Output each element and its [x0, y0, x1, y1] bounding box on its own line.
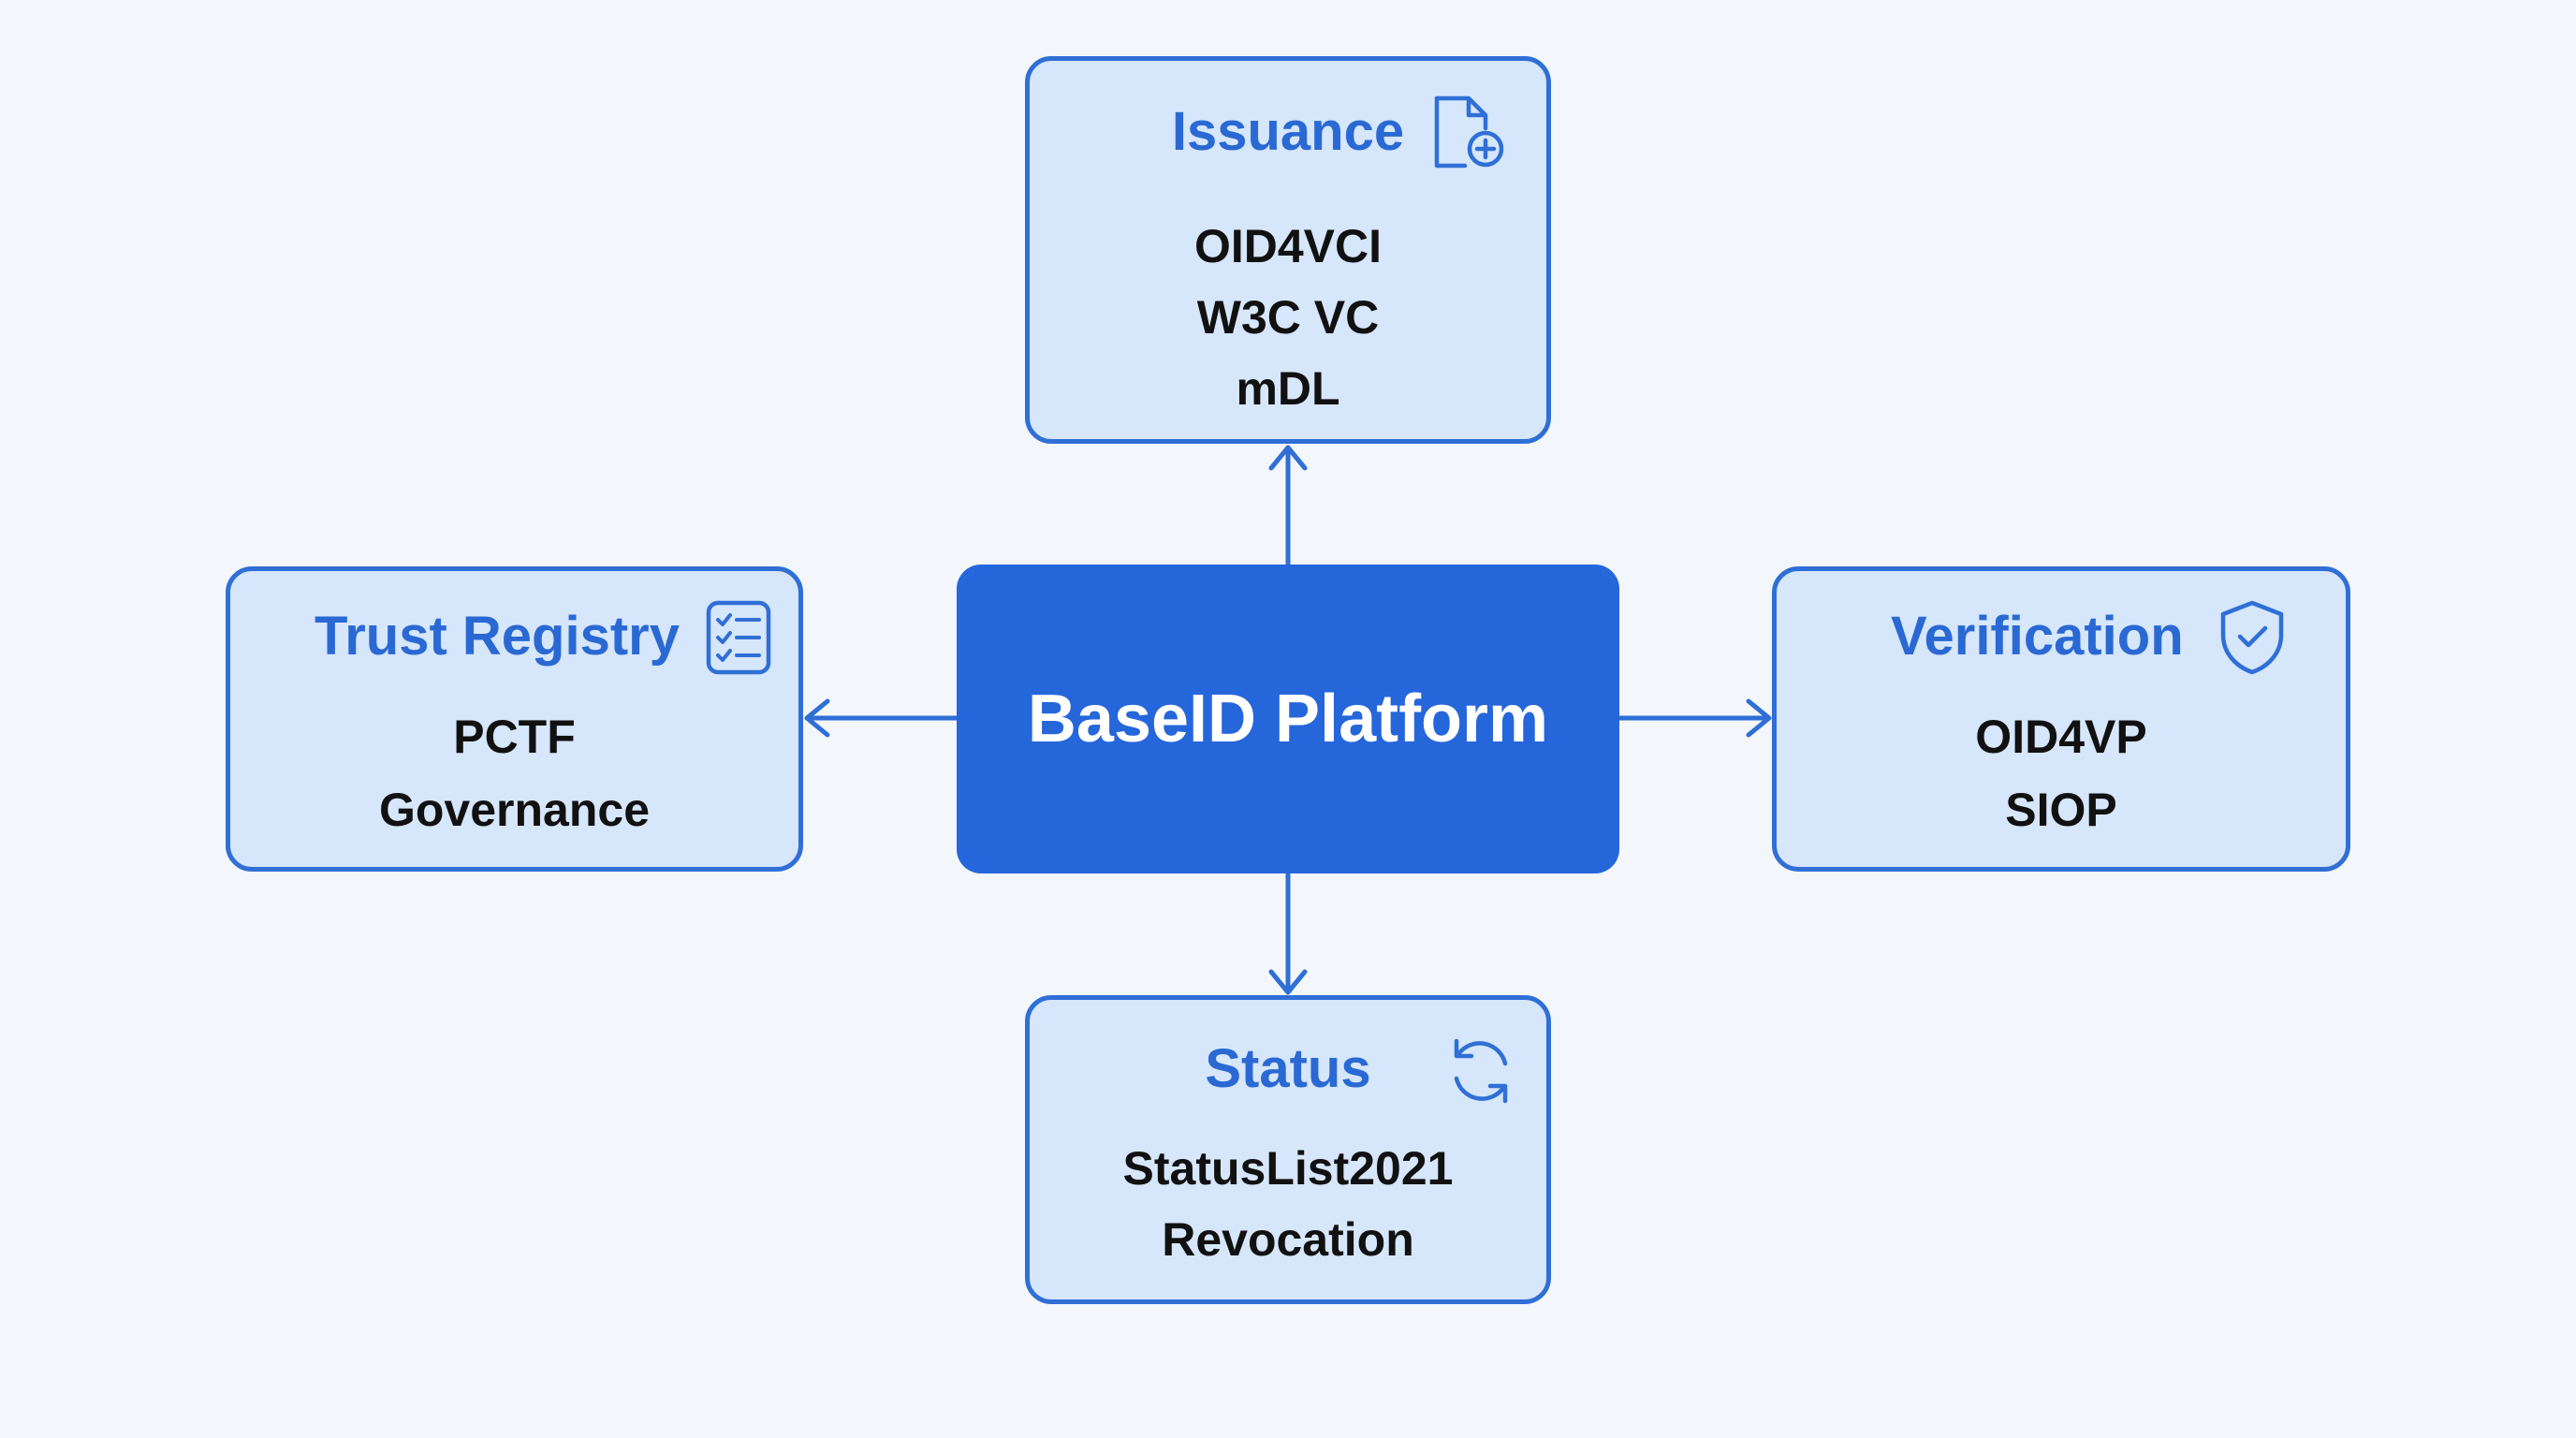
node-verification: Verification OID4VP SIOP	[1772, 566, 2350, 872]
arrowhead-status	[1268, 969, 1308, 995]
arrowhead-trust-registry	[804, 698, 830, 738]
refresh-icon	[1442, 1032, 1520, 1115]
node-status-line: Revocation	[1162, 1213, 1414, 1266]
shield-check-icon	[2216, 597, 2289, 682]
center-node-baseid-platform: BaseID Platform	[957, 565, 1619, 873]
node-verification-line: SIOP	[2005, 784, 2117, 836]
node-issuance-title: Issuance	[1171, 101, 1405, 162]
node-verification-title: Verification	[1891, 606, 2184, 667]
node-trust-registry: Trust Registry PCTF Governance	[226, 566, 803, 872]
center-node-title: BaseID Platform	[1027, 682, 1549, 756]
node-issuance-line: mDL	[1236, 362, 1340, 415]
node-verification-line: OID4VP	[1975, 711, 2147, 763]
node-status: Status StatusList2021 Revocation	[1025, 995, 1551, 1304]
node-trust-registry-line: Governance	[378, 784, 650, 836]
checklist-icon	[703, 597, 774, 682]
node-status-line: StatusList2021	[1122, 1142, 1454, 1195]
node-issuance-line: W3C VC	[1196, 291, 1380, 344]
document-add-icon	[1427, 91, 1510, 182]
node-trust-registry-line: PCTF	[453, 711, 576, 763]
arrowhead-verification	[1746, 698, 1772, 738]
node-issuance: Issuance OID4VCI W3C VC mDL	[1025, 56, 1551, 444]
node-issuance-line: OID4VCI	[1193, 220, 1383, 272]
node-trust-registry-title: Trust Registry	[315, 606, 680, 667]
arrowhead-issuance	[1268, 445, 1308, 471]
node-status-title: Status	[1205, 1038, 1371, 1099]
